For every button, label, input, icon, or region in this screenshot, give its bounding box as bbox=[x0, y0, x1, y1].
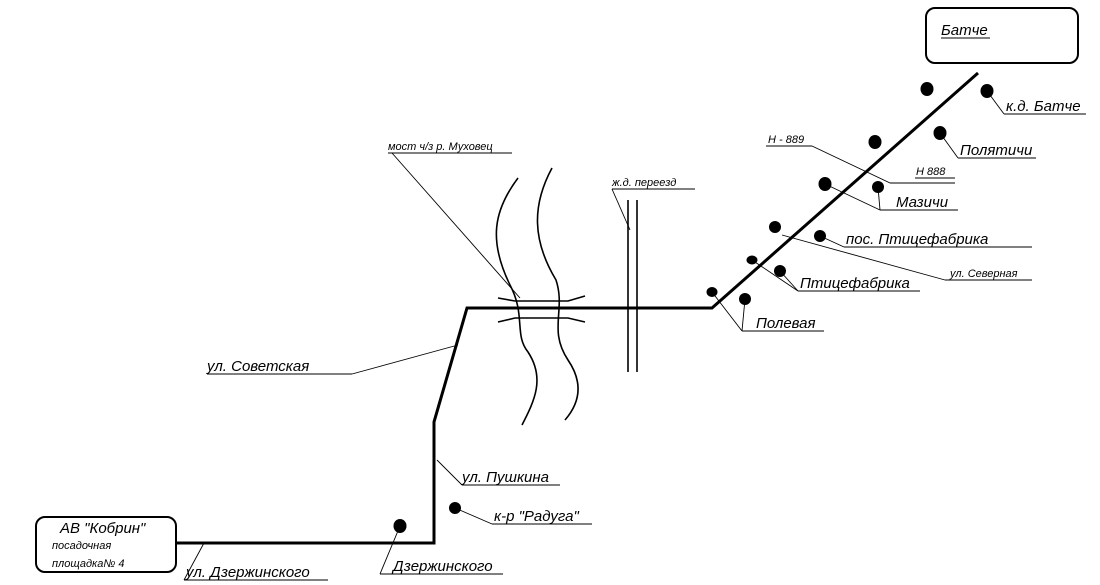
stop-marker bbox=[769, 221, 781, 233]
stop-marker bbox=[920, 82, 934, 96]
stop-ptitsefabrika-label: Птицефабрика bbox=[800, 275, 910, 292]
railway-callout: ж.д. переезд bbox=[611, 177, 695, 231]
origin-title: АВ "Кобрин" bbox=[59, 520, 146, 537]
railway-crossing-label: ж.д. переезд bbox=[611, 177, 676, 189]
road-h889-label: Н - 889 bbox=[768, 134, 804, 146]
stop-kd-batche-callout: к.д. Батче bbox=[986, 90, 1086, 115]
stop-raduga-callout: к-р "Радуга" bbox=[454, 507, 592, 525]
stop-polyatichi-label: Полятичи bbox=[960, 142, 1033, 159]
road-h888-callout: Н 888 bbox=[915, 166, 955, 179]
street-dzerzhinskogo-callout: ул. Дзержинского bbox=[183, 542, 328, 581]
stop-polyatichi-callout: Полятичи bbox=[939, 132, 1036, 159]
stop-mazichi-callout: Мазичи bbox=[824, 183, 958, 211]
river-bank-west bbox=[495, 177, 538, 426]
street-severnaya-label: ул. Северная bbox=[949, 268, 1018, 280]
street-pushkina-callout: ул. Пушкина bbox=[436, 459, 560, 486]
stop-dzerzhinskogo-callout: Дзержинского bbox=[379, 525, 503, 575]
street-pushkina-label: ул. Пушкина bbox=[461, 469, 549, 486]
street-severnaya-callout: ул. Северная bbox=[781, 234, 1032, 281]
bridge-callout: мост ч/з р. Муховец bbox=[388, 141, 521, 299]
stop-pos-ptitsefabrika-label: пос. Птицефабрика bbox=[846, 231, 988, 248]
stop-polevaya-callout: Полевая bbox=[711, 291, 824, 332]
stop-marker bbox=[868, 135, 882, 149]
bridge-upper-icon bbox=[497, 295, 586, 302]
street-dzerzhinskogo-label: ул. Дзержинского bbox=[185, 564, 310, 581]
bridge-lower-icon bbox=[497, 317, 586, 323]
origin-box: АВ "Кобрин" посадочная площадка№ 4 bbox=[35, 516, 177, 573]
destination-box: Батче bbox=[925, 7, 1079, 64]
road-h888-label: Н 888 bbox=[916, 166, 946, 178]
stop-kd-batche-label: к.д. Батче bbox=[1006, 98, 1081, 115]
stop-dzerzhinskogo-label: Дзержинского bbox=[391, 558, 493, 575]
stop-polevaya-label: Полевая bbox=[756, 315, 816, 332]
bus-route-line bbox=[177, 71, 979, 545]
origin-line1: посадочная bbox=[52, 540, 111, 552]
street-sovetskaya-callout: ул. Советская bbox=[206, 344, 459, 375]
road-h889-callout: Н - 889 bbox=[766, 134, 955, 184]
stop-raduga-label: к-р "Радуга" bbox=[494, 508, 579, 525]
stop-mazichi-label: Мазичи bbox=[896, 194, 949, 211]
origin-line2: площадка№ 4 bbox=[52, 558, 124, 570]
river-bank-east bbox=[536, 167, 579, 421]
bridge-label: мост ч/з р. Муховец bbox=[388, 141, 493, 153]
stop-ptitsefabrika-callout: Птицефабрика bbox=[751, 259, 920, 292]
stop-pos-ptitsefabrika-callout: пос. Птицефабрика bbox=[819, 231, 1032, 248]
destination-label: Батче bbox=[941, 22, 988, 39]
street-sovetskaya-label: ул. Советская bbox=[206, 358, 309, 375]
